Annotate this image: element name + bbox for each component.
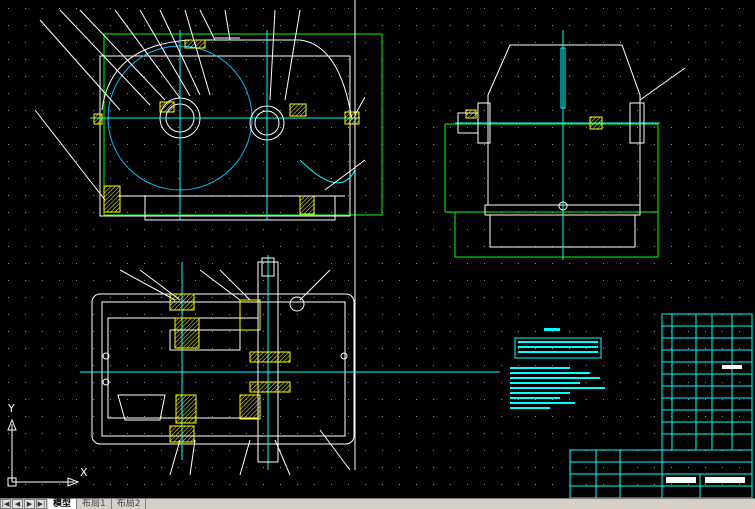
tab-model[interactable]: 模型 <box>48 499 78 509</box>
ucs-y-label: Y <box>7 402 15 415</box>
tab-layout2[interactable]: 布局2 <box>112 499 147 509</box>
parts-list <box>661 313 753 451</box>
plan-view <box>80 255 500 476</box>
next-tab-icon[interactable]: ▶ <box>24 499 35 509</box>
tab-layout1[interactable]: 布局1 <box>77 499 112 509</box>
ucs-icon: Y X <box>4 398 94 496</box>
title-block <box>569 365 753 498</box>
ucs-x-label: X <box>80 466 88 479</box>
drawing-canvas[interactable] <box>0 0 755 498</box>
side-view <box>444 30 686 260</box>
layout-tab-bar: |◀ ◀ ▶ ▶| 模型 布局1 布局2 <box>0 498 755 509</box>
prev-tab-icon[interactable]: ◀ <box>12 499 23 509</box>
first-tab-icon[interactable]: |◀ <box>0 499 11 509</box>
front-view <box>34 0 383 470</box>
technical-notes <box>510 328 605 409</box>
last-tab-icon[interactable]: ▶| <box>36 499 47 509</box>
grid <box>0 0 755 498</box>
